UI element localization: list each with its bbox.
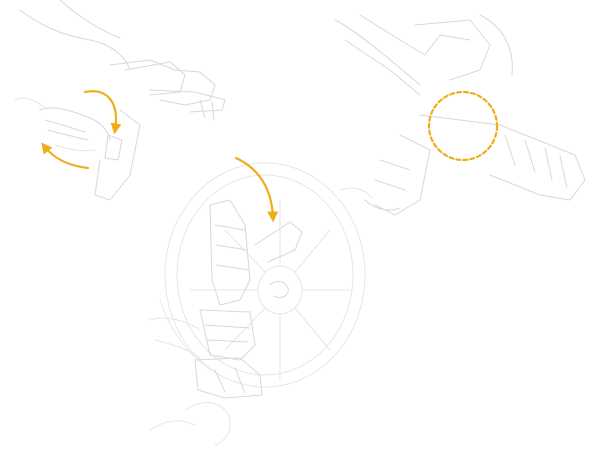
panel-step-2 bbox=[149, 156, 366, 446]
rotate-clockwise-arrow bbox=[83, 90, 122, 135]
pedal-closeup-illustration bbox=[334, 14, 586, 216]
crank-arm-illustration bbox=[194, 199, 303, 399]
hands-on-pedal-illustration bbox=[149, 317, 231, 446]
rotate-counterclockwise-arrow bbox=[41, 142, 90, 170]
turn-down-arrow bbox=[234, 156, 279, 223]
highlight-circle bbox=[427, 90, 499, 162]
hand-holding-crank-illustration bbox=[14, 0, 226, 201]
panel-step-3 bbox=[334, 14, 586, 216]
wheel-illustration bbox=[159, 162, 366, 388]
panel-step-1 bbox=[14, 0, 226, 201]
